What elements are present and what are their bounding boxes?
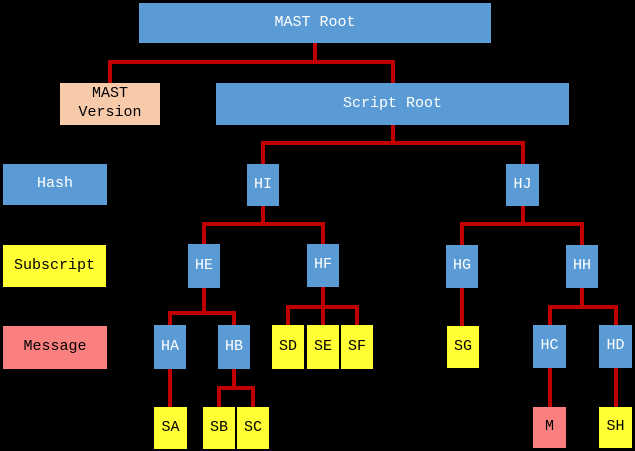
edge-hb-bus: [217, 386, 255, 390]
node-hf: HF: [307, 244, 339, 287]
edge-hb-sb: [217, 386, 221, 407]
edge-hi-he: [202, 222, 206, 244]
edge-hj-bus: [460, 222, 584, 226]
edge-hi-hf: [321, 222, 325, 244]
node-sf: SF: [341, 325, 373, 369]
edge-hh-bus: [547, 305, 618, 309]
node-hj: HJ: [506, 164, 539, 206]
edge-hb-sc: [251, 386, 255, 407]
label-hash: Hash: [3, 164, 107, 205]
node-he: HE: [188, 244, 220, 288]
node-mast-root: MAST Root: [139, 3, 491, 43]
edge-hc-m: [547, 368, 552, 407]
edge-hf-stem: [321, 287, 325, 309]
edge-hh-stem: [580, 288, 584, 309]
edge-hb-stem: [232, 369, 236, 390]
label-message: Message: [3, 326, 107, 369]
node-hh: HH: [566, 245, 598, 288]
edge-hf-sf: [355, 305, 359, 325]
edge-mast-root-mast-version: [108, 60, 112, 83]
edge-hh-hd: [613, 305, 618, 325]
edge-he-bus: [168, 311, 236, 315]
edge-hj-stem: [520, 206, 525, 226]
edge-mast-root-stem: [313, 43, 317, 64]
node-script-root: Script Root: [216, 83, 569, 125]
node-sb: SB: [203, 407, 235, 449]
edge-he-stem: [202, 288, 206, 315]
edge-script-root-hi: [261, 141, 265, 164]
edge-script-root-stem: [390, 125, 395, 145]
node-sc: SC: [237, 407, 269, 449]
node-mast-version: MAST Version: [60, 83, 160, 125]
edge-mast-root-script-root: [390, 60, 395, 83]
edge-hi-bus: [202, 222, 325, 226]
edge-script-root-bus: [261, 141, 525, 145]
node-hi: HI: [247, 164, 279, 206]
node-sd: SD: [272, 325, 304, 369]
edge-hi-stem: [261, 206, 265, 226]
node-m: M: [533, 407, 566, 448]
node-sa: SA: [154, 407, 187, 449]
node-hg: HG: [446, 245, 478, 288]
edge-hd-sh: [613, 368, 618, 407]
edge-hf-se: [321, 305, 325, 325]
node-hc: HC: [533, 325, 566, 368]
edge-mast-root-bus: [108, 60, 395, 64]
node-ha: HA: [154, 325, 186, 369]
label-subscript: Subscript: [3, 245, 106, 287]
edge-hh-hc: [547, 305, 552, 325]
node-sg: SG: [447, 326, 479, 368]
node-hd: HD: [599, 325, 632, 368]
edge-ha-sa: [168, 369, 172, 407]
edge-he-hb: [232, 311, 236, 325]
node-hb: HB: [218, 325, 250, 369]
edge-script-root-hj: [520, 141, 525, 164]
edge-hj-hg: [460, 222, 464, 245]
edge-hj-hh: [580, 222, 584, 245]
edge-he-ha: [168, 311, 172, 325]
node-sh: SH: [599, 407, 632, 448]
node-se: SE: [307, 325, 339, 369]
edge-hg-sg: [460, 288, 464, 326]
edge-hf-sd: [286, 305, 290, 325]
